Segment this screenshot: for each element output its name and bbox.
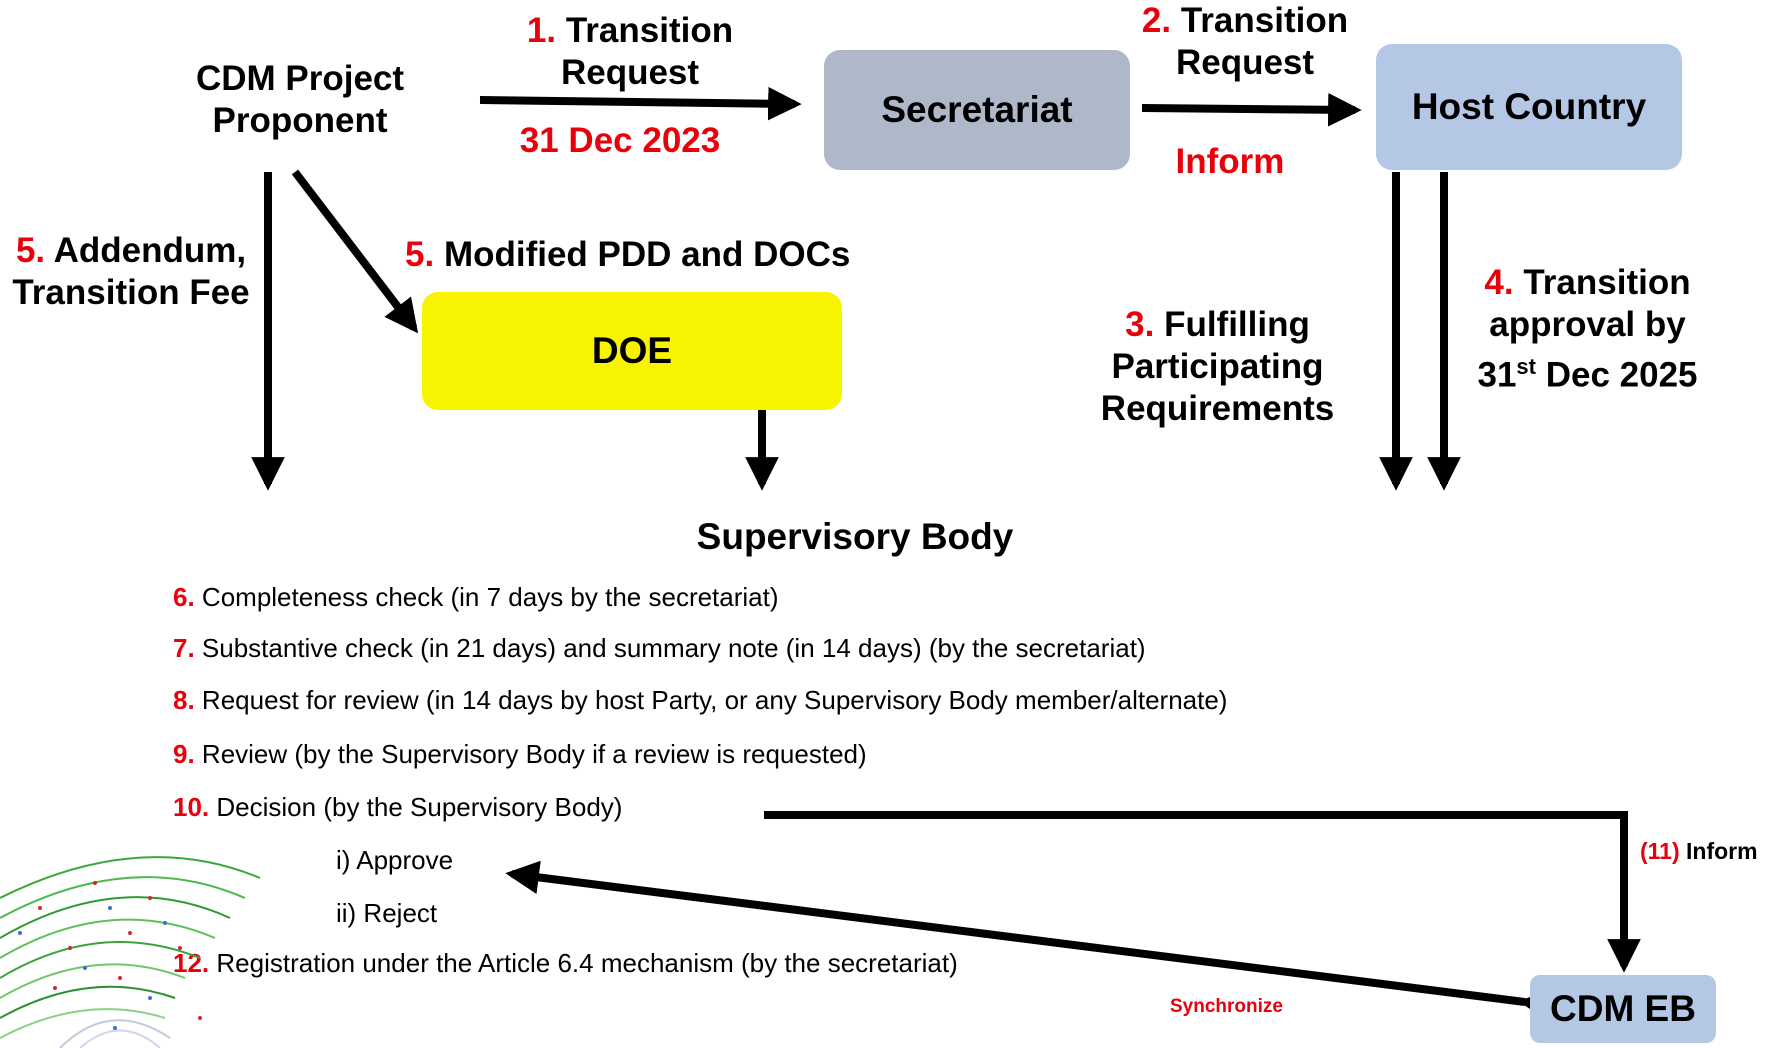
edge-1-date: 31 Dec 2023 xyxy=(519,121,721,160)
node-host-country: Host Country xyxy=(1376,44,1682,170)
edge-4-number: 4. xyxy=(1484,263,1514,302)
decision-option-reject: ii) Reject xyxy=(336,898,438,928)
step-6-number: 6. xyxy=(173,582,195,612)
step-8-number: 8. xyxy=(173,685,195,715)
step-12-number: 12. xyxy=(173,948,210,978)
edge-11-text: Inform xyxy=(1686,838,1758,864)
arrow-11-inform xyxy=(764,811,1641,973)
step-6-text: Completeness check (in 7 days by the sec… xyxy=(201,582,779,612)
edge-1-number: 1. xyxy=(526,11,557,50)
step-12: 12. Registration under the Article 6.4 m… xyxy=(173,948,958,978)
step-9-text: Review (by the Supervisory Body if a rev… xyxy=(201,739,867,769)
doe-label: DOE xyxy=(591,330,673,371)
step-7-number: 7. xyxy=(173,633,195,663)
node-supervisory-body: Supervisory Body xyxy=(696,516,1014,557)
cdm-eb-label: CDM EB xyxy=(1550,988,1696,1029)
node-cdm-project-proponent: CDM Project Proponent xyxy=(195,59,405,140)
node-doe: DOE xyxy=(422,292,842,410)
edge-5b-number: 5. xyxy=(405,235,435,274)
arrow-2-transition-request xyxy=(1141,92,1362,127)
edge-label-3: 3. Fulfilling Participating Requirements xyxy=(1070,262,1365,430)
edge-4-date-sup: st xyxy=(1516,354,1536,379)
step-8-text: Request for review (in 14 days by host P… xyxy=(201,685,1228,715)
edge-2-inform: Inform xyxy=(1175,142,1285,181)
edge-1-text: Transition Request xyxy=(560,11,734,92)
edge-label-2: 2. Transition Request xyxy=(1105,0,1385,84)
step-7-text: Substantive check (in 21 days) and summa… xyxy=(201,633,1146,663)
secretariat-label: Secretariat xyxy=(881,89,1073,130)
node-secretariat: Secretariat xyxy=(824,50,1130,170)
step-9: 9. Review (by the Supervisory Body if a … xyxy=(173,739,867,769)
step-10: 10. Decision (by the Supervisory Body) xyxy=(173,792,622,822)
arrow-1-transition-request xyxy=(479,86,802,121)
edge-label-4: 4. Transition approval by 31st Dec 2025 xyxy=(1460,262,1715,397)
arrow-synchronize xyxy=(505,860,1554,1023)
edge-label-5b: 5. Modified PDD and DOCs xyxy=(405,234,880,276)
edge-2-number: 2. xyxy=(1141,1,1172,40)
host-country-label: Host Country xyxy=(1411,86,1647,127)
network-decoration-graphic xyxy=(0,856,261,1048)
edge-5b-text: Modified PDD and DOCs xyxy=(443,235,851,274)
step-12-text: Registration under the Article 6.4 mecha… xyxy=(216,948,958,978)
edge-label-11: (11) Inform xyxy=(1640,838,1758,865)
step-6: 6. Completeness check (in 7 days by the … xyxy=(173,582,779,612)
edge-3-text: Fulfilling Participating Requirements xyxy=(1100,305,1335,428)
edge-5a-text: Addendum, Transition Fee xyxy=(12,231,250,312)
step-10-number: 10. xyxy=(173,792,210,822)
edge-4-date-rest: Dec 2025 xyxy=(1535,355,1698,395)
edge-5a-number: 5. xyxy=(15,231,46,270)
edge-4-date-day: 31 xyxy=(1477,355,1517,395)
step-9-number: 9. xyxy=(173,739,195,769)
edge-11-number: (11) xyxy=(1640,838,1680,864)
node-cdm-eb: CDM EB xyxy=(1530,975,1716,1043)
step-10-text: Decision (by the Supervisory Body) xyxy=(216,792,623,822)
edge-3-number: 3. xyxy=(1125,305,1155,344)
edge-label-5a: 5. Addendum, Transition Fee xyxy=(0,230,262,314)
decision-option-approve: i) Approve xyxy=(336,845,454,875)
arrow-5-modified-pdd xyxy=(291,169,419,334)
step-7: 7. Substantive check (in 21 days) and su… xyxy=(173,633,1146,663)
edge-4-text: Transition approval by xyxy=(1489,263,1691,344)
step-8: 8. Request for review (in 14 days by hos… xyxy=(173,685,1227,715)
edge-label-synchronize: Synchronize xyxy=(1170,996,1283,1017)
edge-label-1: 1. Transition Request xyxy=(480,10,780,94)
edge-2-text: Transition Request xyxy=(1175,1,1349,82)
